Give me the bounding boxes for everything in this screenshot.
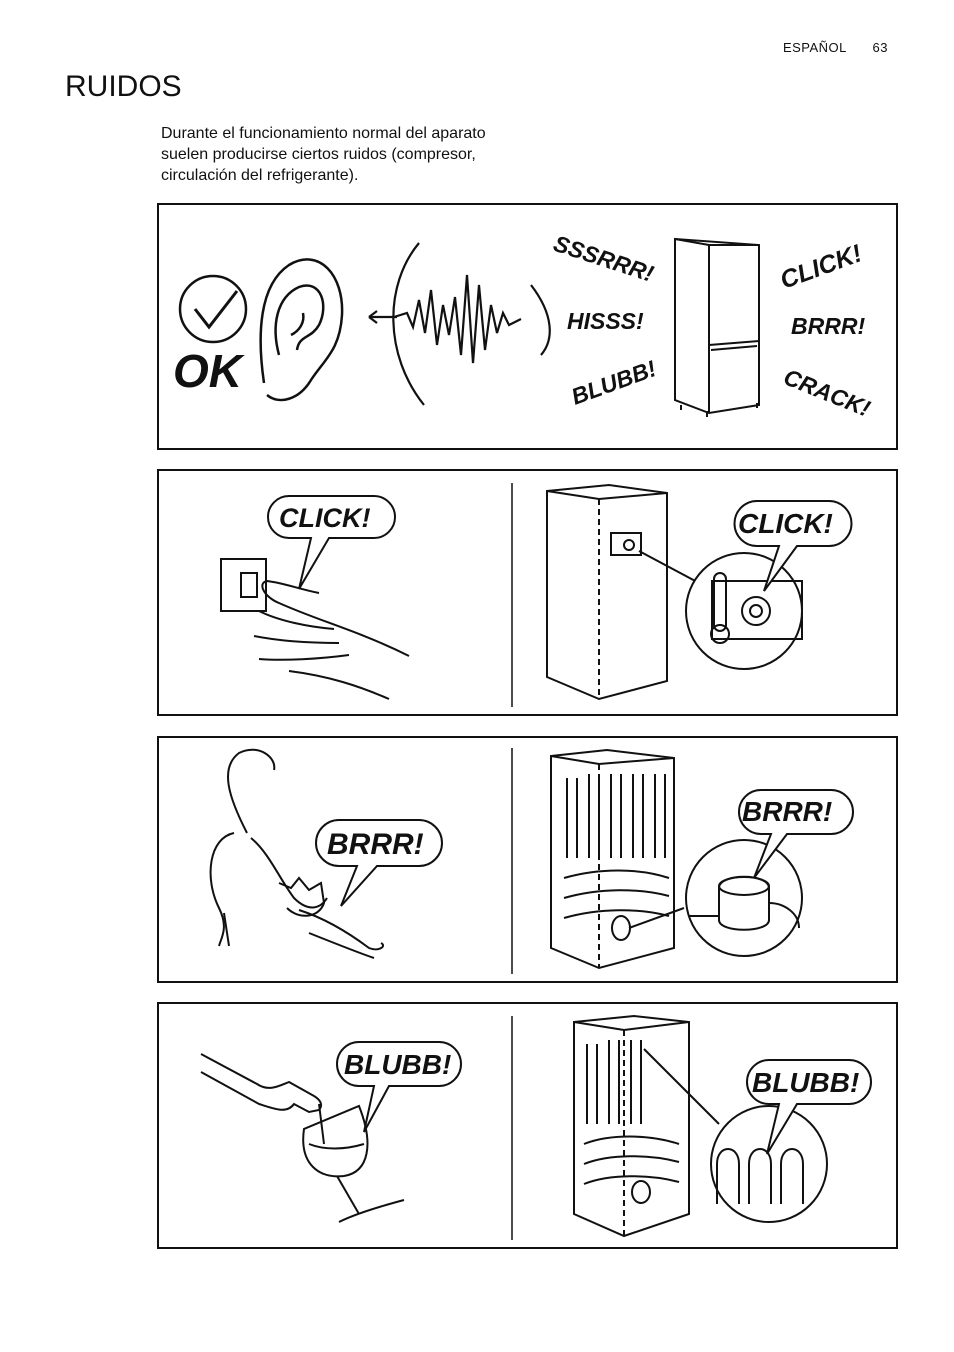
speech-bubble: BRRR! bbox=[315, 819, 443, 907]
speech-bubble: BRRR! bbox=[738, 789, 854, 879]
coil-magnifier-icon bbox=[643, 1048, 828, 1223]
sound-word: CLICK! bbox=[776, 239, 865, 294]
bubble-text: CLICK! bbox=[738, 508, 833, 539]
fridge-coils-icon bbox=[550, 748, 675, 970]
sound-words-left: SSSRRR! HISSS! BLUBB! bbox=[550, 230, 659, 410]
cat-icon bbox=[209, 748, 385, 959]
panel-normal-sounds: OK SSSRRR! HISSS! BLUBB! bbox=[157, 203, 898, 450]
sound-word: CRACK! bbox=[780, 364, 874, 422]
compressor-magnifier-icon bbox=[628, 839, 803, 957]
panel-refrigerant-blubb: BLUBB! BLUBB! bbox=[157, 1002, 898, 1249]
page-number: 63 bbox=[872, 40, 888, 55]
section-title: RUIDOS bbox=[65, 70, 182, 103]
header-language: ESPAÑOL bbox=[782, 40, 847, 55]
sound-word: BLUBB! bbox=[568, 355, 660, 410]
sound-words-right: CLICK! BRRR! CRACK! bbox=[776, 239, 874, 421]
page-header: ESPAÑOL 63 bbox=[761, 40, 888, 55]
fridge-coils-icon bbox=[573, 1014, 690, 1238]
speech-bubble: CLICK! bbox=[733, 500, 853, 592]
bubble-text: BLUBB! bbox=[752, 1067, 859, 1098]
bubble-text: BRRR! bbox=[327, 828, 424, 861]
panel-thermostat-click: CLICK! bbox=[157, 469, 898, 716]
intro-paragraph: Durante el funcionamiento normal del apa… bbox=[161, 125, 486, 184]
speech-bubble: BLUBB! bbox=[336, 1041, 462, 1133]
sound-word: BRRR! bbox=[791, 313, 865, 339]
ear-icon bbox=[259, 258, 344, 402]
fridge-icon bbox=[674, 237, 760, 417]
ok-label: OK bbox=[173, 345, 245, 397]
sound-word: HISSS! bbox=[567, 308, 644, 334]
speech-bubble: CLICK! bbox=[267, 495, 396, 590]
panel-compressor-brrr: BRRR! BRRR! bbox=[157, 736, 898, 983]
bubble-text: BRRR! bbox=[742, 796, 832, 827]
sound-wave-icon bbox=[368, 242, 551, 406]
bubble-text: BLUBB! bbox=[344, 1049, 451, 1080]
sound-word: SSSRRR! bbox=[550, 230, 657, 287]
hand-pressing-switch-icon bbox=[220, 558, 410, 700]
speech-bubble: BLUBB! bbox=[746, 1059, 872, 1155]
checkmark-icon bbox=[178, 274, 248, 344]
fridge-icon bbox=[546, 483, 668, 701]
thermostat-magnifier-icon bbox=[638, 550, 803, 670]
bubble-text: CLICK! bbox=[279, 503, 370, 533]
